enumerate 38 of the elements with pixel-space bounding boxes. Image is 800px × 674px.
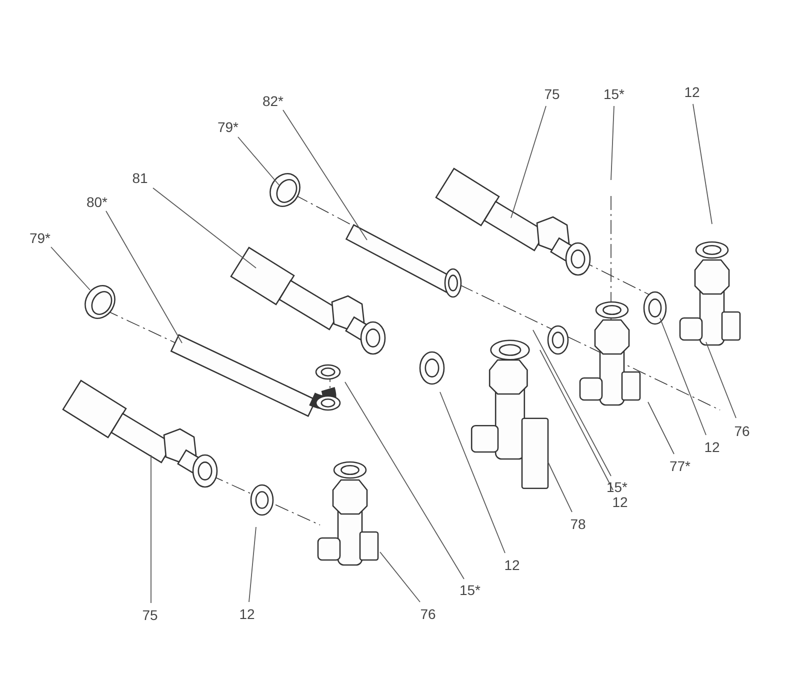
leader-line [540, 350, 614, 490]
leader-line [548, 462, 572, 512]
leader-line [106, 210, 182, 344]
leader-line [532, 330, 612, 476]
callout-number: 76 [420, 606, 436, 622]
callout-number: 81 [132, 170, 148, 186]
leader-line [510, 106, 546, 218]
leader-line [282, 110, 368, 240]
callout-number: 75 [544, 86, 560, 102]
callout-number: 15* [603, 86, 625, 102]
callout-number: 15* [459, 582, 481, 598]
leader-line [706, 342, 736, 418]
leader-line [380, 552, 420, 602]
callout-number: 79* [217, 119, 239, 135]
leader-line [648, 402, 674, 454]
callout-number: 77* [669, 458, 691, 474]
leader-line [50, 246, 90, 290]
callout-number: 75 [142, 607, 158, 623]
callout-number: 12 [612, 494, 628, 510]
callout-number: 80* [86, 194, 108, 210]
callout-number: 12 [684, 84, 700, 100]
callout-number: 78 [570, 516, 586, 532]
leader-line [344, 382, 464, 580]
callout-number: 79* [29, 230, 51, 246]
callout-number: 12 [239, 606, 255, 622]
callout-number: 12 [504, 557, 520, 573]
leader-line [610, 106, 614, 180]
callout-number: 15* [606, 479, 628, 495]
leader-line [692, 104, 712, 224]
callout-number: 82* [262, 93, 284, 109]
callout-number: 12 [704, 439, 720, 455]
leader-line [440, 392, 506, 554]
leader-line [238, 136, 280, 186]
leader-line [248, 526, 256, 602]
callout-number: 76 [734, 423, 750, 439]
leader-line [150, 454, 152, 604]
leader-line [660, 318, 706, 436]
leader-line [152, 188, 256, 268]
